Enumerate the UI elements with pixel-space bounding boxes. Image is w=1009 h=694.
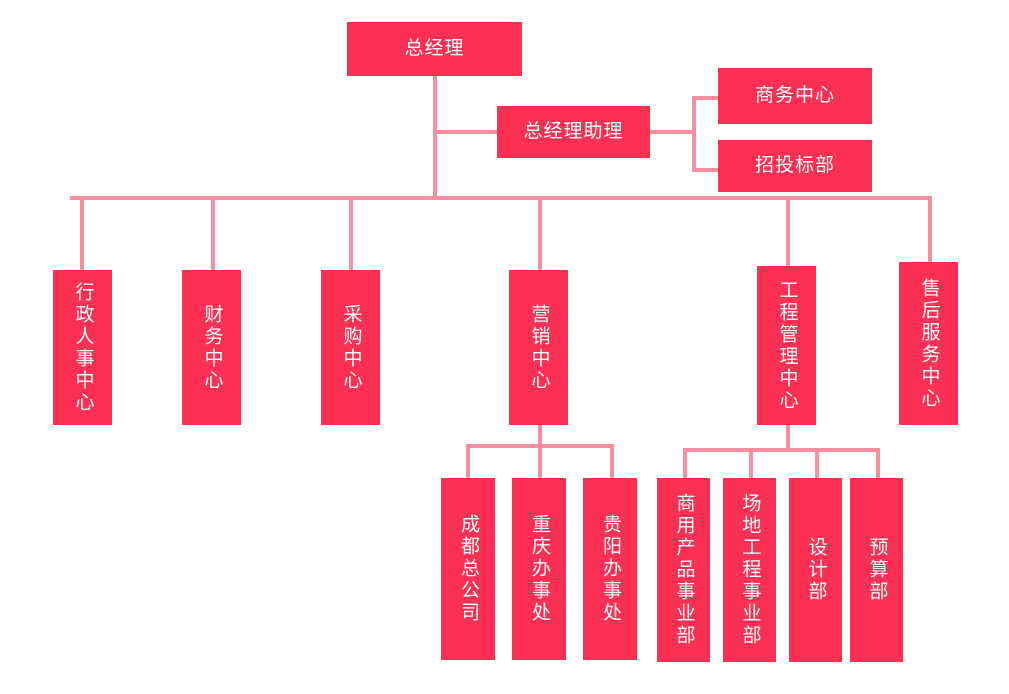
node-admin-hr-center[interactable]: 行政人事中心 — [53, 270, 112, 425]
connector-drop-procurement — [349, 196, 353, 272]
connector-drop-site-engineering — [749, 448, 753, 480]
connector-drop-commercial-product — [683, 448, 687, 480]
node-guiyang-office[interactable]: 贵阳办事处 — [583, 478, 637, 660]
node-aftersales-center[interactable]: 售后服务中心 — [899, 262, 958, 425]
connector-drop-finance — [211, 196, 215, 272]
node-design-dept[interactable]: 设计部 — [789, 478, 842, 662]
node-chengdu-head-office[interactable]: 成都总公司 — [441, 478, 495, 660]
connector-drop-chengdu — [466, 444, 470, 480]
connector-drop-aftersales — [928, 196, 932, 272]
connector-assistant-bracket-vertical — [692, 96, 696, 172]
node-commercial-product-div[interactable]: 商用产品事业部 — [657, 478, 710, 662]
node-budget-dept[interactable]: 预算部 — [850, 478, 903, 662]
connector-drop-budget — [876, 448, 880, 480]
connector-engineering-stem — [786, 424, 790, 452]
connector-drop-marketing — [538, 196, 542, 272]
connector-drop-design — [815, 448, 819, 480]
connector-main-bus-bar — [70, 196, 932, 200]
node-procurement-center[interactable]: 采购中心 — [321, 270, 380, 425]
node-chongqing-office[interactable]: 重庆办事处 — [512, 478, 566, 660]
node-engineering-mgmt-center[interactable]: 工程管理中心 — [757, 266, 816, 425]
node-gm-assistant[interactable]: 总经理助理 — [497, 106, 650, 158]
connector-marketing-stem — [538, 424, 542, 448]
connector-gm-spine — [433, 76, 437, 198]
connector-gm-to-assistant — [433, 130, 499, 134]
connector-engineering-bus-bar — [683, 448, 880, 452]
node-finance-center[interactable]: 财务中心 — [182, 270, 241, 425]
connector-bracket-to-business-center — [692, 96, 720, 100]
connector-bracket-to-bidding-dept — [692, 168, 720, 172]
node-business-center[interactable]: 商务中心 — [718, 68, 872, 124]
connector-drop-chongqing — [538, 444, 542, 480]
connector-drop-admin-hr — [80, 196, 84, 272]
connector-assistant-to-bracket — [648, 130, 696, 134]
node-general-manager[interactable]: 总经理 — [347, 22, 522, 76]
connector-drop-engineering — [786, 196, 790, 272]
connector-drop-guiyang — [610, 444, 614, 480]
node-marketing-center[interactable]: 营销中心 — [509, 270, 568, 425]
node-site-engineering-div[interactable]: 场地工程事业部 — [723, 478, 776, 662]
node-bidding-dept[interactable]: 招投标部 — [718, 140, 872, 192]
